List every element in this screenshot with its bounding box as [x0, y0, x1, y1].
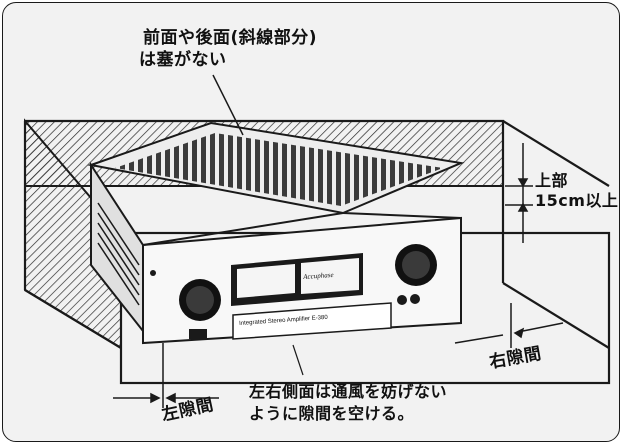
height-dimension — [505, 143, 533, 243]
amplifier — [87, 121, 465, 345]
installation-diagram — [23, 74, 611, 408]
height-note-line2: 15cm以上 — [535, 191, 619, 210]
rear-front-note: 前面や後面(斜線部分) は塞がない — [139, 27, 318, 71]
top-note-leader — [212, 74, 244, 136]
height-note: 上部 15cm以上 — [535, 171, 618, 211]
side-note-line2: ように隙間を空ける。 — [249, 404, 415, 423]
right-gap-arrow — [454, 303, 564, 348]
left-gap-arrow — [113, 343, 219, 408]
volume-knob-left — [179, 279, 221, 321]
volume-knob-right — [395, 244, 437, 286]
side-note-line1: 左右側面は通風を妨げない — [249, 382, 448, 401]
meter-window — [231, 253, 363, 306]
side-note: 左右側面は通風を妨げない ように隙間を空ける。 — [249, 381, 447, 425]
height-note-line1: 上部 — [535, 171, 569, 190]
rear-front-note-line2: は塞がない — [139, 50, 227, 70]
rear-front-note-line1: 前面や後面(斜線部分) — [143, 28, 318, 48]
side-note-leader — [292, 344, 304, 376]
diagram-panel: 前面や後面(斜線部分) は塞がない 上部 15cm以上 左右側面は通風を妨げない… — [2, 2, 620, 442]
